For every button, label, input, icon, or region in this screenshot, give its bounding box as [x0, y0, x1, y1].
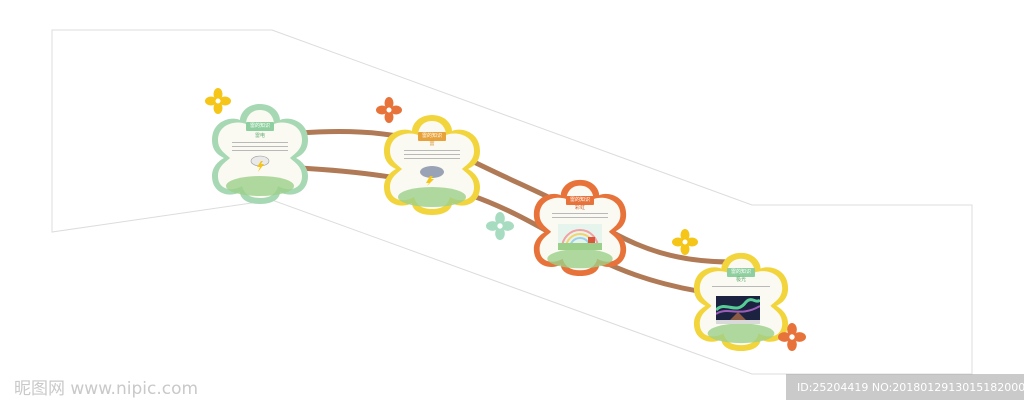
panel-card-4: 雷的知识 极光: [690, 246, 792, 354]
panel-title: 彩虹: [574, 205, 585, 211]
lightning-cloud-icon: [250, 155, 270, 172]
track-upper: [299, 128, 731, 265]
panel-card-2: 雷的知识 雷: [380, 110, 484, 216]
aurora-night-icon: [716, 296, 760, 324]
panel-body-text: [552, 213, 608, 221]
panel-title: 极光: [735, 277, 746, 283]
flower-icon: [778, 323, 806, 351]
panel-title: 雷: [429, 141, 435, 147]
panel-tag: 雷的知识: [417, 132, 447, 141]
flower-icon: [672, 229, 698, 255]
panel-tag: 雷的知识: [565, 196, 595, 205]
panel-card-3: 雷的知识 彩虹: [528, 176, 632, 276]
flower-icon: [486, 212, 514, 240]
watermark-text: 昵图网 www.nipic.com: [14, 379, 199, 399]
flower-icon: [376, 97, 402, 123]
track-lower: [299, 165, 731, 298]
panel-title: 雷电: [254, 133, 265, 139]
panel-card-1: 雷的知识 雷电: [208, 100, 312, 204]
panel-body-text: [232, 142, 288, 154]
watermark-id: ID:25204419 NO:20180129130151820000: [797, 381, 1024, 394]
rainbow-landscape-icon: [558, 224, 602, 250]
panel-tag: 雷的知识: [726, 268, 756, 277]
watermark-bar: [786, 374, 1024, 400]
storm-cloud-icon: [420, 166, 444, 186]
panel-body-text: [712, 286, 770, 290]
flower-icon: [205, 88, 231, 114]
panel-body-text: [404, 150, 460, 162]
panel-tag: 雷的知识: [245, 122, 275, 131]
